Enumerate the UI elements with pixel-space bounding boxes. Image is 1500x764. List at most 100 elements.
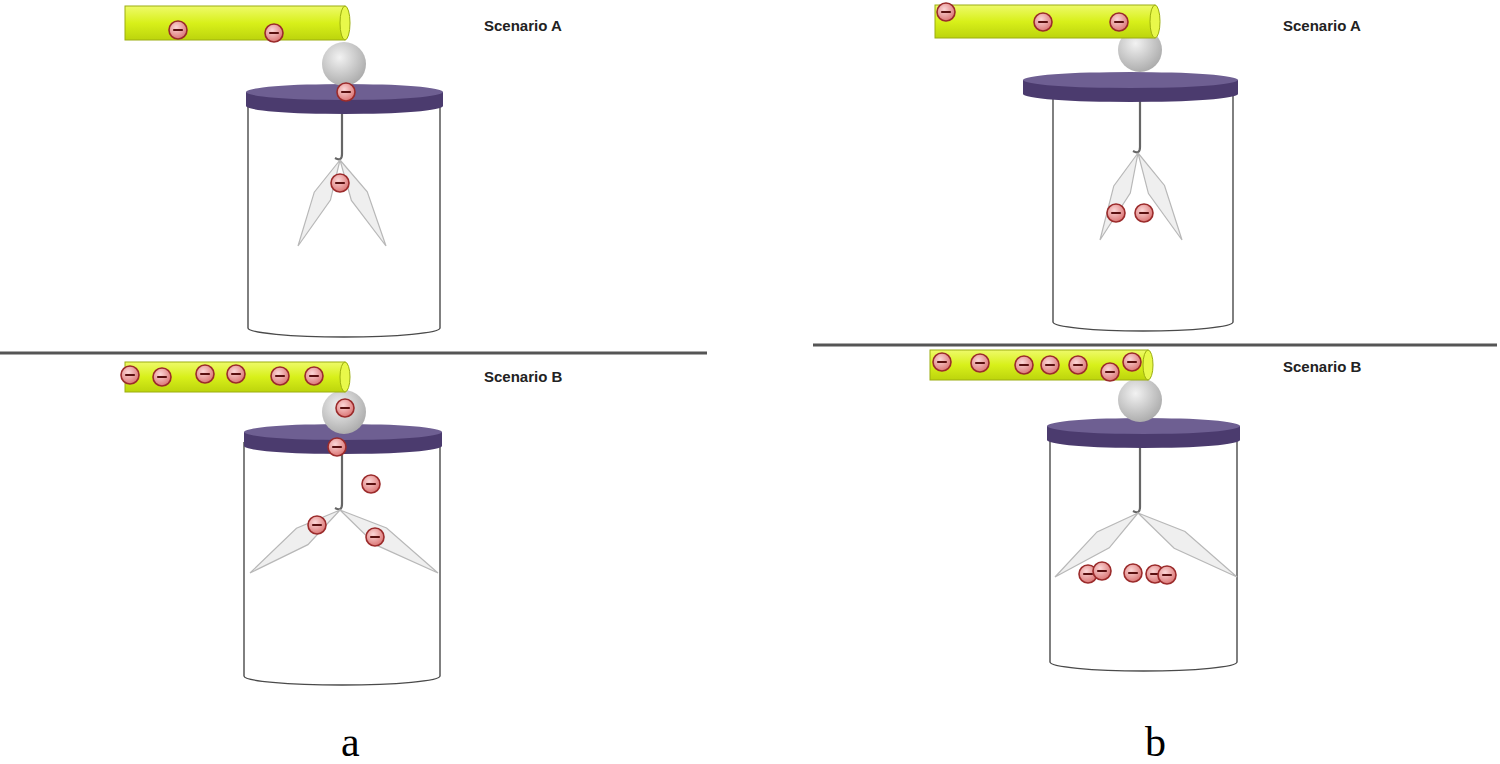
glass-jar <box>1050 436 1237 671</box>
minus-sign <box>336 182 344 184</box>
gold-leaf <box>1138 153 1182 240</box>
minus-sign <box>333 446 341 448</box>
electroscope <box>935 3 1238 331</box>
jar-lid-top <box>1023 72 1238 88</box>
metal-stem <box>335 112 342 159</box>
charge-symbol <box>328 438 346 456</box>
charge-symbol <box>971 354 989 372</box>
metal-knob <box>322 390 366 434</box>
charge-symbol <box>1124 564 1142 582</box>
charge-symbol <box>331 174 349 192</box>
gold-leaf <box>340 160 386 246</box>
minus-sign <box>942 11 950 13</box>
charge-symbol <box>1015 356 1033 374</box>
metal-stem <box>1133 100 1140 152</box>
gold-leaf <box>340 510 438 573</box>
electroscope <box>121 362 442 685</box>
charge-symbol <box>121 366 139 384</box>
minus-sign <box>341 407 349 409</box>
divider-line <box>0 352 707 355</box>
minus-sign <box>1074 364 1082 366</box>
glass-jar <box>1053 90 1233 331</box>
scenario-label: Scenario A <box>484 17 562 34</box>
charge-symbol <box>227 365 245 383</box>
scenario-label: Scenario A <box>1283 17 1361 34</box>
minus-sign <box>1039 21 1047 23</box>
minus-sign <box>1115 21 1123 23</box>
panel-letter: a <box>341 718 360 764</box>
charge-symbol <box>1034 13 1052 31</box>
minus-sign <box>126 374 134 376</box>
scenario-label: Scenario B <box>484 368 562 385</box>
minus-sign <box>1046 364 1054 366</box>
charged-rod <box>125 6 345 40</box>
charge-symbol <box>1093 562 1111 580</box>
glass-jar <box>248 102 440 337</box>
charge-symbol <box>933 353 951 371</box>
minus-sign <box>174 29 182 31</box>
metal-stem <box>335 452 342 509</box>
charge-symbol <box>366 528 384 546</box>
charge-symbol <box>169 21 187 39</box>
minus-sign <box>976 362 984 364</box>
minus-sign <box>270 32 278 34</box>
charged-rod <box>930 350 1148 380</box>
minus-sign <box>371 536 379 538</box>
minus-sign <box>276 375 284 377</box>
charge-symbol <box>937 3 955 21</box>
charge-symbol <box>1158 566 1176 584</box>
charge-symbol <box>1110 13 1128 31</box>
gold-leaf <box>1100 153 1138 240</box>
minus-sign <box>158 376 166 378</box>
minus-sign <box>1106 371 1114 373</box>
panel-letter: b <box>1145 718 1166 764</box>
charge-symbol <box>1069 356 1087 374</box>
divider-line <box>813 344 1497 347</box>
minus-sign <box>313 524 321 526</box>
charge-symbol <box>1123 353 1141 371</box>
gold-leaf <box>250 510 340 573</box>
rod-end <box>340 362 350 392</box>
charge-symbol <box>196 365 214 383</box>
rod-end <box>340 6 350 40</box>
charge-symbol <box>308 516 326 534</box>
charge-symbol <box>271 367 289 385</box>
charge-symbol <box>1107 204 1125 222</box>
gold-leaf <box>298 160 340 246</box>
minus-sign <box>367 483 375 485</box>
charged-rod <box>935 5 1155 38</box>
electroscope <box>930 350 1240 671</box>
metal-knob <box>322 42 366 86</box>
charge-symbol <box>265 24 283 42</box>
minus-sign <box>1128 361 1136 363</box>
glass-jar <box>244 442 440 685</box>
minus-sign <box>938 361 946 363</box>
minus-sign <box>201 373 209 375</box>
charge-symbol <box>362 475 380 493</box>
minus-sign <box>232 373 240 375</box>
minus-sign <box>1020 364 1028 366</box>
charge-symbol <box>305 367 323 385</box>
electroscope <box>125 6 443 337</box>
charge-symbol <box>1101 363 1119 381</box>
metal-stem <box>1133 446 1140 512</box>
minus-sign <box>1163 574 1171 576</box>
minus-sign <box>1112 212 1120 214</box>
minus-sign <box>1084 573 1092 575</box>
jar-lid-top <box>246 84 443 100</box>
minus-sign <box>1129 572 1137 574</box>
scenario-label: Scenario B <box>1283 358 1361 375</box>
rod-end <box>1143 350 1153 380</box>
charge-symbol <box>1135 204 1153 222</box>
minus-sign <box>1098 570 1106 572</box>
charged-rod <box>125 362 345 392</box>
charge-symbol <box>1041 356 1059 374</box>
charge-symbol <box>336 399 354 417</box>
minus-sign <box>342 91 350 93</box>
metal-knob <box>1118 378 1162 422</box>
minus-sign <box>310 375 318 377</box>
minus-sign <box>1140 212 1148 214</box>
rod-end <box>1150 5 1160 38</box>
